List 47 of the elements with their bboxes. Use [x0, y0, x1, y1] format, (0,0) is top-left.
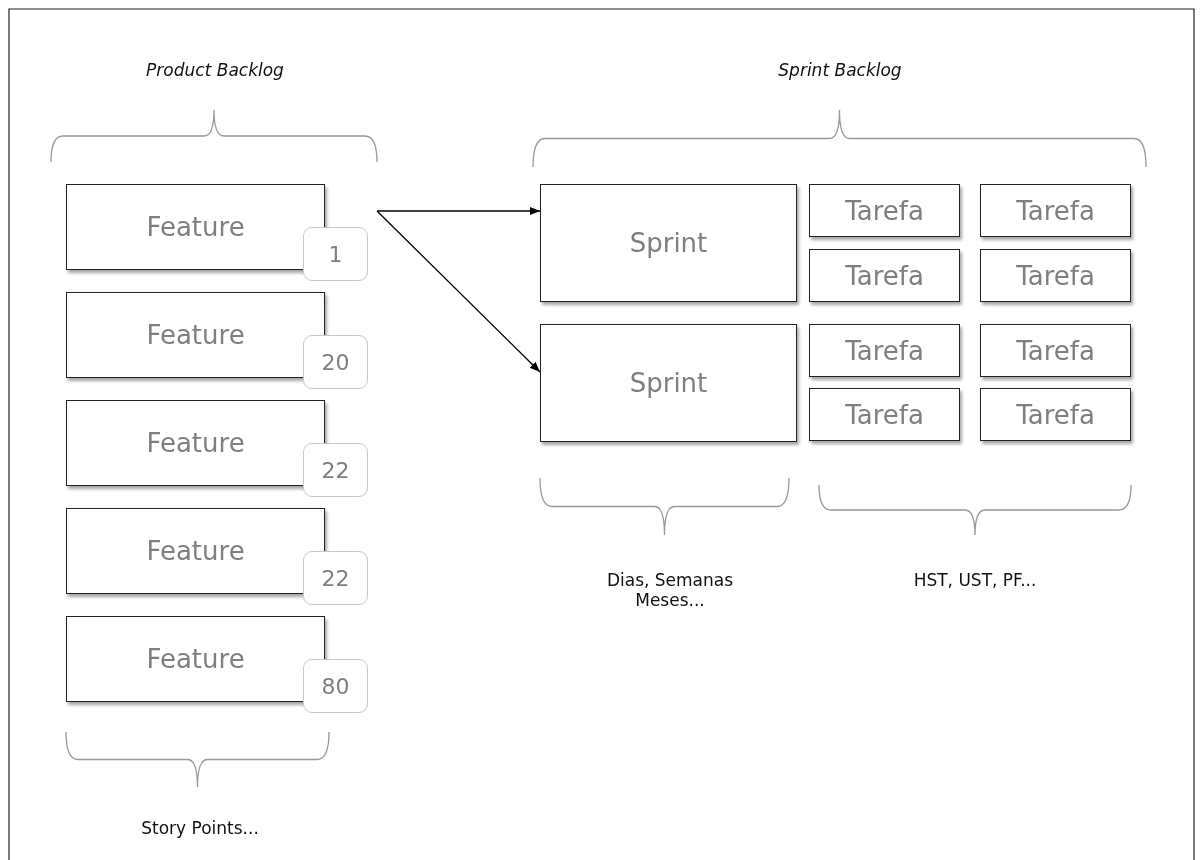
card-text: Tarefa: [1016, 399, 1095, 430]
card: [809, 324, 960, 377]
section-title: Sprint Backlog: [777, 60, 903, 80]
arrow: [376, 210, 541, 373]
card-text: Feature: [146, 644, 245, 674]
card: [66, 616, 325, 702]
card: [66, 184, 325, 270]
card-text: Tarefa: [845, 260, 924, 291]
card: [980, 388, 1131, 441]
card: [809, 249, 960, 302]
card-text: Tarefa: [1016, 335, 1095, 366]
card: [809, 184, 960, 237]
card-text: 22: [321, 565, 350, 591]
card: [540, 324, 797, 442]
bracket-note: Story Points...: [140, 818, 260, 838]
card-text: Sprint: [629, 228, 708, 258]
card: [980, 249, 1131, 302]
card-text: 80: [321, 673, 350, 699]
card-text: 20: [321, 349, 350, 375]
card-text: Feature: [146, 212, 245, 242]
card-text: 1: [328, 241, 343, 267]
card-text: Tarefa: [845, 335, 924, 366]
story-point-badge: [303, 443, 368, 497]
card-text: Sprint: [629, 368, 708, 398]
story-point-badge: [303, 551, 368, 605]
card: [66, 400, 325, 486]
card-text: Feature: [146, 428, 245, 458]
card-text: Tarefa: [845, 399, 924, 430]
card: [66, 292, 325, 378]
card: [66, 508, 325, 594]
card-text: Tarefa: [1016, 195, 1095, 226]
card: [980, 324, 1131, 377]
card-text: Tarefa: [1016, 260, 1095, 291]
arrow: [376, 206, 541, 216]
card-text: 22: [321, 457, 350, 483]
story-point-badge: [303, 227, 368, 281]
story-point-badge: [303, 659, 368, 713]
card: [980, 184, 1131, 237]
card: [540, 184, 797, 302]
card-text: Tarefa: [845, 195, 924, 226]
card: [809, 388, 960, 441]
bracket-note: Dias, Semanas Meses...: [605, 570, 735, 610]
story-point-badge: [303, 335, 368, 389]
card-text: Feature: [146, 536, 245, 566]
card-text: Feature: [146, 320, 245, 350]
section-title: Product Backlog: [145, 60, 285, 80]
bracket-note: HST, UST, PF...: [912, 570, 1038, 590]
